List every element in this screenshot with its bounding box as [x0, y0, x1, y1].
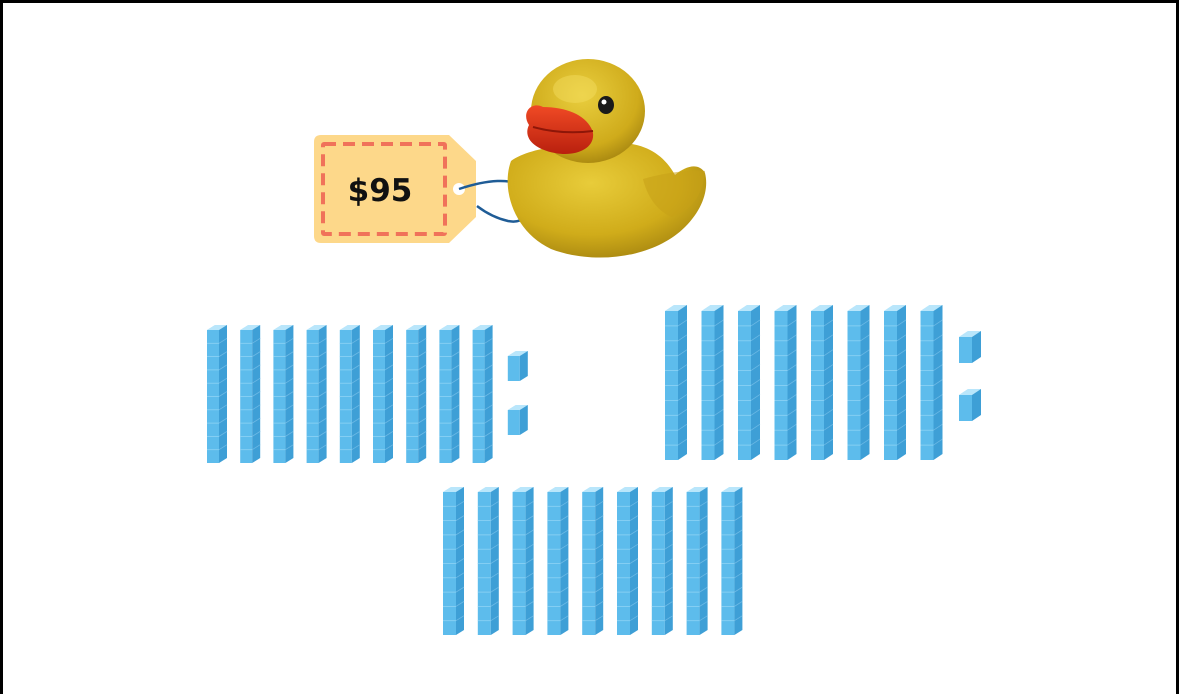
ten-rod — [920, 305, 943, 460]
rubber-duck-icon — [507, 59, 707, 258]
ten-rod — [306, 325, 327, 463]
ten-rod — [665, 305, 688, 460]
ten-rod — [207, 325, 228, 463]
ten-rod — [240, 325, 261, 463]
ten-rod — [477, 487, 500, 635]
group-right — [665, 305, 982, 460]
price-tag-shape — [314, 135, 476, 243]
ten-rod — [582, 487, 604, 635]
ten-rod — [406, 325, 427, 463]
group-bottom — [443, 487, 743, 635]
one-cube — [959, 331, 982, 363]
one-cube — [507, 351, 528, 381]
ten-rod — [721, 487, 743, 635]
ten-rod — [373, 325, 394, 463]
price-tag: $95 — [314, 135, 534, 243]
base-ten-blocks — [207, 305, 982, 635]
ten-rod — [847, 305, 870, 460]
group-left — [207, 325, 528, 463]
ten-rod — [738, 305, 761, 460]
ten-rod — [512, 487, 534, 635]
ten-rod — [701, 305, 724, 460]
ten-rod — [617, 487, 639, 635]
ten-rod — [811, 305, 834, 460]
ten-rod — [339, 325, 361, 463]
ten-rod — [439, 325, 460, 463]
ten-rod — [472, 325, 493, 463]
one-cube — [507, 405, 528, 435]
one-cube — [959, 389, 982, 421]
ten-rod — [686, 487, 708, 635]
ten-rod — [273, 325, 294, 463]
ten-rod — [547, 487, 569, 635]
ten-rod — [651, 487, 674, 635]
ten-rod — [884, 305, 907, 460]
price-label: $95 — [348, 173, 413, 209]
scene: $95 — [207, 59, 982, 635]
ten-rod — [443, 487, 465, 635]
ten-rod — [774, 305, 797, 460]
price-tag-dashed-border — [321, 142, 447, 236]
